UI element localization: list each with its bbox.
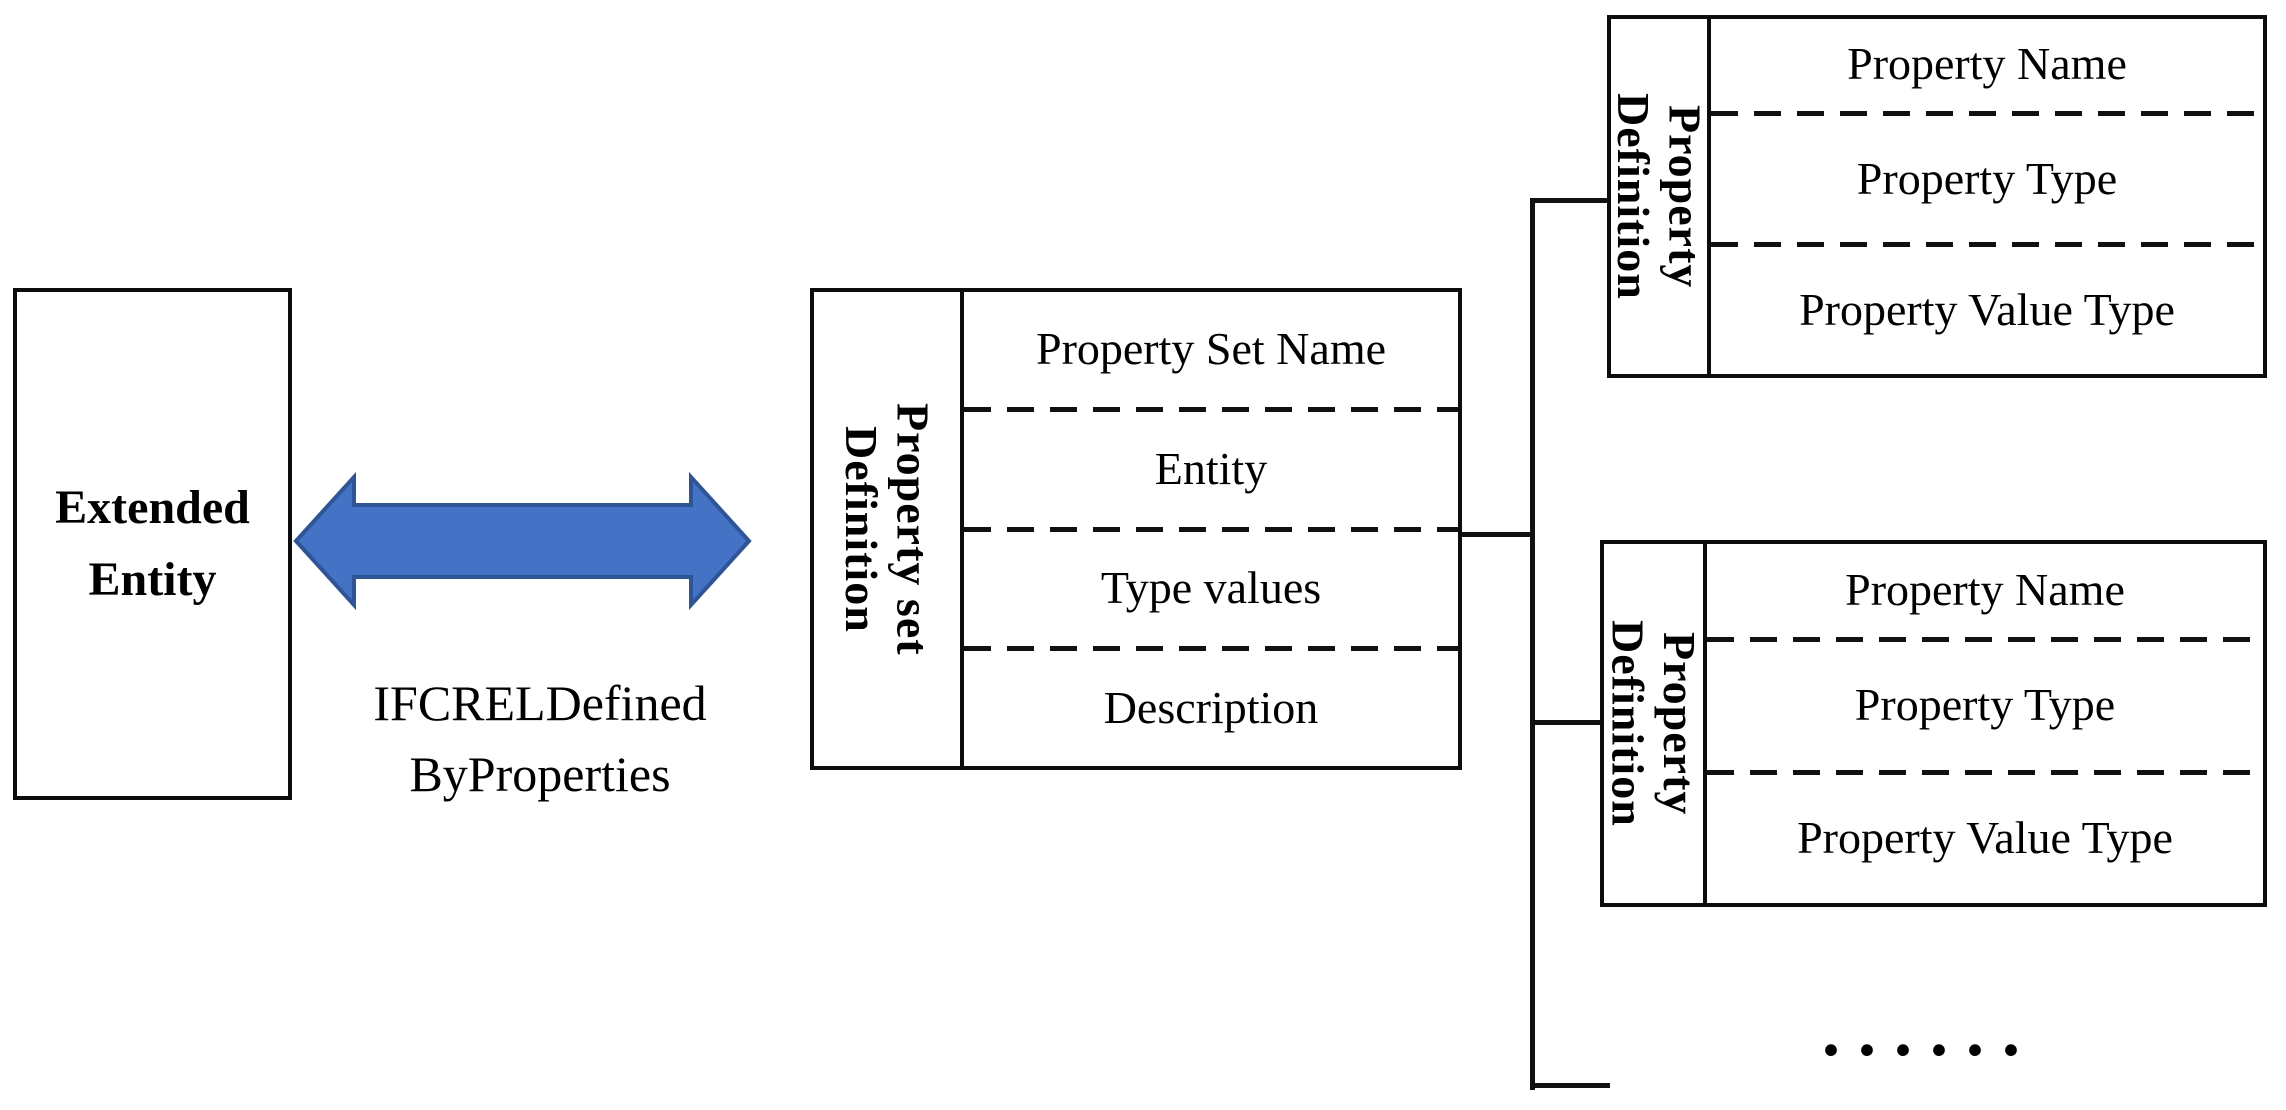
property-definition-2-side-label: Property Definition — [1602, 620, 1706, 827]
property-definition-1-side-label-column: Property Definition — [1608, 19, 1711, 374]
extended-entity-label-line2: Entity — [88, 553, 217, 606]
extended-entity-label-line1: Extended — [55, 481, 250, 534]
property-definition-2-side-label-line2: Definition — [1602, 620, 1654, 827]
relationship-label: IFCRELDefined ByProperties — [270, 668, 810, 810]
relationship-label-line2: ByProperties — [409, 746, 671, 802]
row-type-values: Type values — [1100, 562, 1322, 614]
ellipsis-label: ...... — [1822, 991, 2038, 1071]
property-definition-2-side-label-column: Property Definition — [1602, 544, 1707, 903]
property-set-rows: Property Set Name Entity Type values Des… — [964, 292, 1458, 766]
connector-from-property-set — [1462, 532, 1535, 537]
dashed-divider — [1711, 242, 2263, 248]
extended-entity-box: Extended Entity — [13, 288, 292, 800]
relationship-label-line1: IFCRELDefined — [373, 675, 707, 731]
property-set-side-label-line2: Definition — [836, 425, 887, 633]
double-arrow-icon — [293, 471, 752, 611]
connector-trunk-line — [1530, 198, 1535, 1090]
property-set-side-label: Property set Definition — [835, 402, 939, 656]
row-property-value-type: Property Value Type — [1799, 284, 2175, 336]
dashed-divider — [964, 406, 1458, 412]
dashed-divider — [1711, 110, 2263, 116]
row-property-type: Property Type — [1856, 152, 2118, 204]
row-property-type: Property Type — [1854, 679, 2116, 731]
double-arrow-shape — [293, 471, 752, 611]
connector-branch-middle — [1530, 720, 1600, 725]
dashed-divider — [964, 646, 1458, 652]
property-definition-1-side-label-line1: Property — [1659, 104, 1711, 289]
property-definition-box-2: Property Definition Property Name Proper… — [1600, 540, 2267, 907]
property-definition-box-1: Property Definition Property Name Proper… — [1607, 15, 2267, 378]
row-property-value-type: Property Value Type — [1797, 812, 2173, 864]
extended-entity-label: Extended Entity — [55, 472, 250, 616]
property-definition-1-side-label: Property Definition — [1607, 93, 1711, 300]
dashed-divider — [1707, 769, 2263, 775]
property-set-definition-box: Property set Definition Property Set Nam… — [810, 288, 1462, 770]
property-definition-1-rows: Property Name Property Type Property Val… — [1711, 19, 2263, 374]
property-definition-2-rows: Property Name Property Type Property Val… — [1707, 544, 2263, 903]
property-definition-1-side-label-line2: Definition — [1608, 93, 1659, 300]
property-definition-2-side-label-line1: Property — [1654, 631, 1706, 816]
row-property-name: Property Name — [1847, 38, 2127, 90]
row-description: Description — [1103, 682, 1319, 734]
connector-stub-bottom — [1530, 1083, 1610, 1088]
dashed-divider — [964, 526, 1458, 532]
property-set-side-label-line1: Property set — [887, 402, 939, 656]
connector-branch-top — [1530, 198, 1607, 203]
row-entity: Entity — [1154, 442, 1268, 494]
dashed-divider — [1707, 636, 2263, 642]
row-property-set-name: Property Set Name — [1035, 322, 1387, 374]
row-property-name: Property Name — [1845, 563, 2125, 615]
property-set-side-label-column: Property set Definition — [814, 292, 964, 766]
